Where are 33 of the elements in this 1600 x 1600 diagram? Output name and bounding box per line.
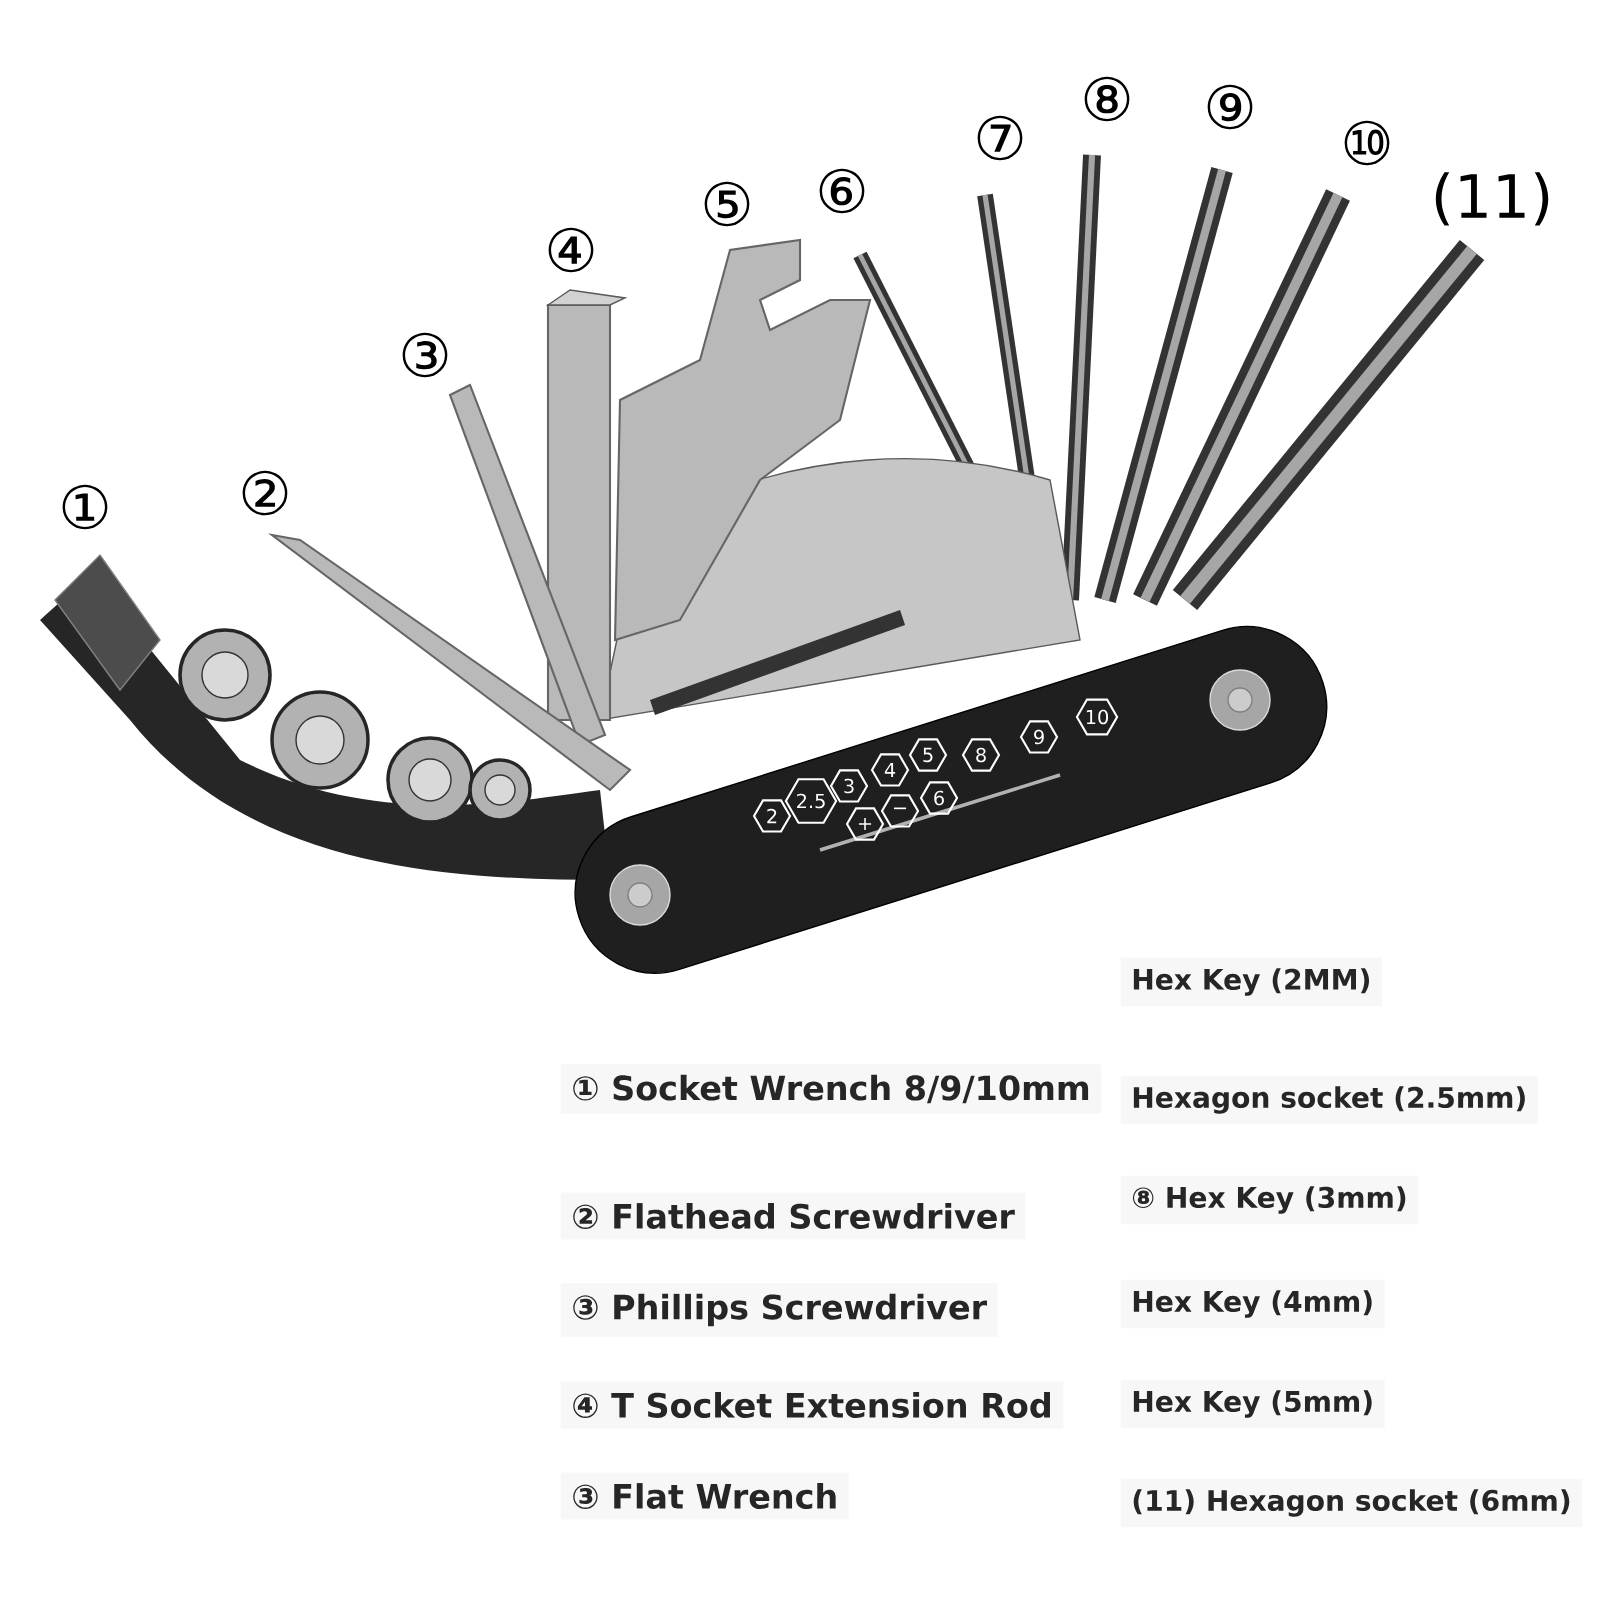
list-item: Hex Key (2MM) [1120,957,1383,1007]
callout-number: ② [242,470,288,516]
callout-number: ③ [402,332,448,378]
list-item: ③ Phillips Screwdriver [560,1283,998,1337]
size-marking: 9 [1019,720,1059,754]
list-item: Hex Key (5mm) [1120,1379,1385,1429]
size-marking: 2.5 [784,778,838,824]
size-marking: 5 [908,738,948,772]
callout-number: ⑦ [977,115,1023,161]
list-item: Hex Key (4mm) [1120,1279,1385,1329]
callout-number: ⑧ [1084,76,1130,122]
size-marking: − [880,794,920,828]
list-item: (11) Hexagon socket (6mm) [1120,1478,1583,1528]
size-marking: + [845,807,885,841]
list-item: ① Socket Wrench 8/9/10mm [560,1064,1102,1114]
list-item: ③ Flat Wrench [560,1472,849,1520]
list-item: ② Flathead Screwdriver [560,1192,1026,1240]
list-item: ④ T Socket Extension Rod [560,1381,1064,1429]
callout-number: ④ [548,227,594,273]
list-item: Hexagon socket (2.5mm) [1120,1075,1538,1125]
callout-number: (11) [1435,172,1549,226]
callout-number: ① [62,484,108,530]
size-marking: 8 [961,738,1001,772]
size-marking: 2 [752,799,792,833]
size-marking: 10 [1075,698,1119,736]
size-marking: 3 [829,769,869,803]
size-marking: 6 [919,781,959,815]
callout-number: ⑥ [819,168,865,214]
callout-number: ⑩ [1344,120,1390,166]
callout-number: ⑨ [1207,84,1253,130]
list-item: ⑧ Hex Key (3mm) [1120,1175,1419,1225]
callout-number: ⑤ [704,181,750,227]
size-marking: 4 [870,753,910,787]
